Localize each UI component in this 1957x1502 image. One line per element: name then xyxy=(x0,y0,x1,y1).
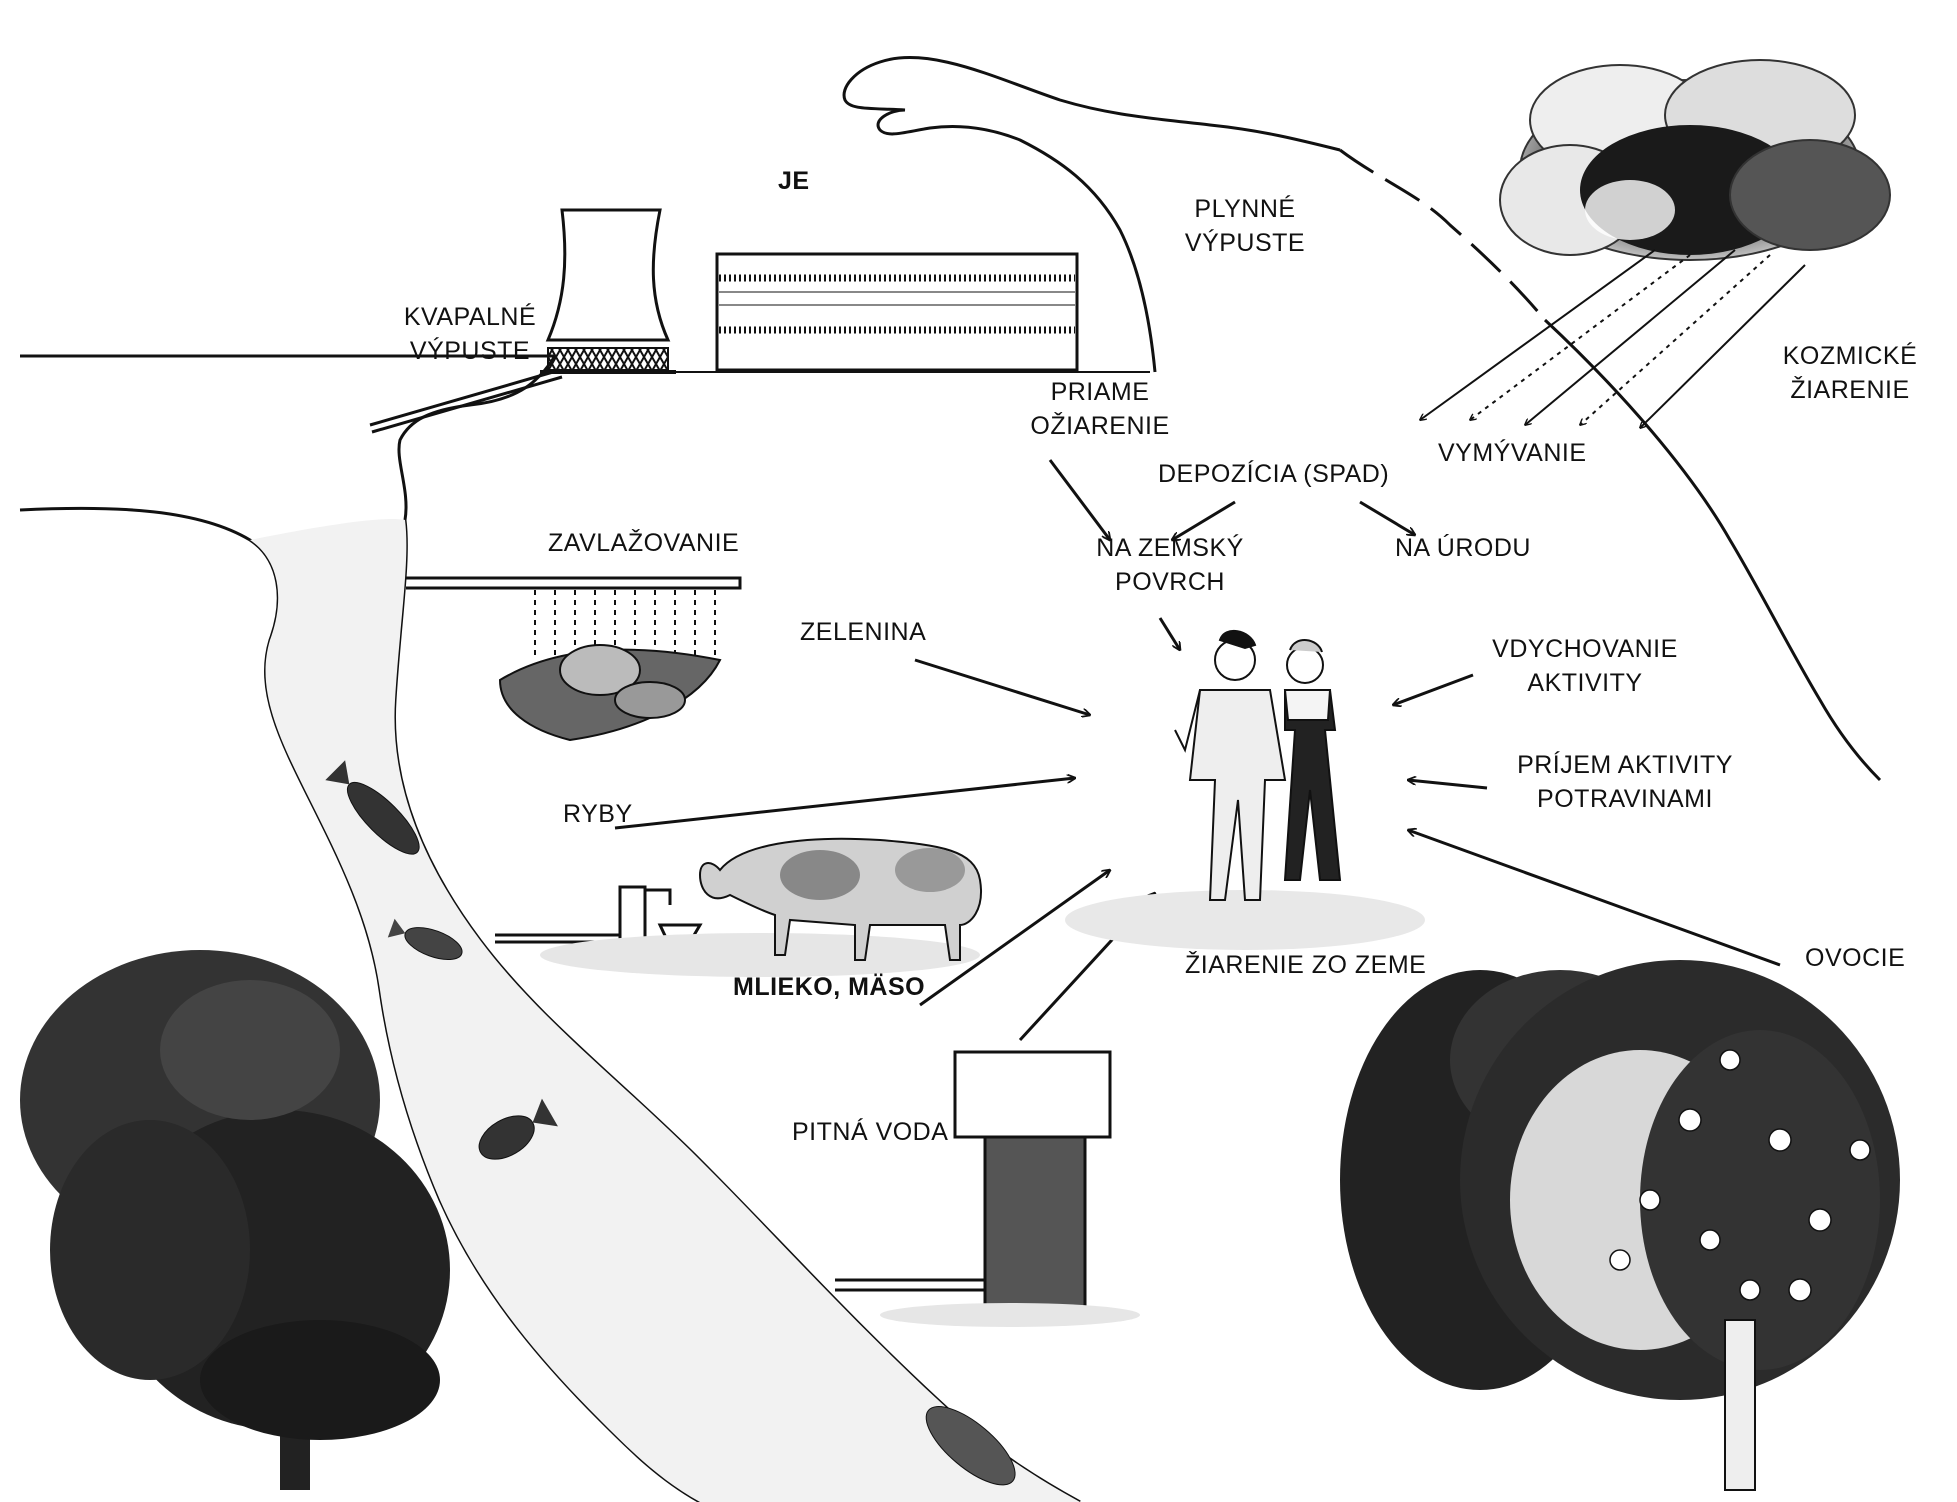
plume-long-edge xyxy=(1543,318,1882,782)
label-vegetables: ZELENINA xyxy=(800,618,927,646)
label-food-intake-line2: POTRAVINAMI xyxy=(1537,785,1713,813)
reactor-building-stripes xyxy=(719,274,1075,334)
label-to-ground-surface: NA ZEMSKÝ POVRCH xyxy=(1085,531,1255,599)
label-cosmic-radiation: KOZMICKÉ ŽIARENIE xyxy=(1775,339,1925,407)
fish-3 xyxy=(478,1098,558,1160)
label-drinking-water: PITNÁ VODA xyxy=(792,1118,949,1146)
cow-ground-shadow xyxy=(540,933,980,977)
label-deposition: DEPOZÍCIA (SPAD) xyxy=(1158,460,1390,488)
label-liquid-releases: KVAPALNÉ VÝPUSTE xyxy=(395,300,545,368)
label-gaseous-releases-line1: PLYNNÉ xyxy=(1194,195,1296,223)
label-food-intake-line1: PRÍJEM AKTIVITY xyxy=(1517,751,1733,779)
label-food-intake: PRÍJEM AKTIVITY POTRAVINAMI xyxy=(1515,748,1735,816)
pathway-arrows xyxy=(614,459,1781,1042)
plume-dashed-edge xyxy=(1339,148,1547,321)
label-fish: RYBY xyxy=(563,800,633,828)
label-to-ground-surface-line2: POVRCH xyxy=(1115,568,1225,596)
ground-shadow-people xyxy=(1065,890,1425,950)
irrigation-system xyxy=(406,576,742,742)
washout-arrows xyxy=(1420,249,1806,428)
label-inhalation-line1: VDYCHOVANIE xyxy=(1492,635,1678,663)
fish-2 xyxy=(387,918,463,961)
left-tree xyxy=(20,950,450,1490)
label-direct-exposure-line1: PRIAME xyxy=(1050,378,1150,406)
upper-bank xyxy=(397,355,557,521)
label-liquid-releases-line1: KVAPALNÉ xyxy=(403,303,537,331)
discharge-pipe xyxy=(369,368,563,434)
label-to-ground-surface-line1: NA ZEMSKÝ xyxy=(1096,534,1244,562)
label-washout: VYMÝVANIE xyxy=(1438,439,1587,467)
fish-4 xyxy=(925,1406,1016,1486)
river-shading xyxy=(250,519,1080,1502)
label-je: JE xyxy=(778,167,810,195)
label-cosmic-radiation-line1: KOZMICKÉ xyxy=(1782,342,1918,370)
label-cosmic-radiation-line2: ŽIARENIE xyxy=(1790,376,1910,404)
label-ground-radiation: ŽIARENIE ZO ZEME xyxy=(1185,951,1427,979)
water-tower xyxy=(835,1050,1112,1314)
label-irrigation: ZAVLAŽOVANIE xyxy=(548,529,740,557)
label-direct-exposure: PRIAME OŽIARENIE xyxy=(1020,375,1180,443)
reactor-building xyxy=(715,252,1079,372)
label-liquid-releases-line2: VÝPUSTE xyxy=(409,337,531,365)
label-inhalation: VDYCHOVANIE AKTIVITY xyxy=(1490,632,1680,700)
label-inhalation-line2: AKTIVITY xyxy=(1527,669,1643,697)
cow xyxy=(698,837,982,961)
water-tower-ground xyxy=(880,1303,1140,1327)
label-fruit: OVOCIE xyxy=(1805,944,1906,972)
cooling-tower-truss xyxy=(547,347,669,371)
plume-outline xyxy=(842,56,1341,373)
cooling-tower xyxy=(545,208,671,342)
water-supply xyxy=(495,885,703,944)
people-couple xyxy=(1174,630,1342,901)
label-milk-meat: MLIEKO, MÄSO xyxy=(733,973,926,1001)
label-gaseous-releases: PLYNNÉ VÝPUSTE xyxy=(1175,192,1315,260)
label-to-crops: NA ÚRODU xyxy=(1395,534,1531,562)
label-direct-exposure-line2: OŽIARENIE xyxy=(1030,412,1170,440)
right-trees xyxy=(1340,960,1900,1491)
label-gaseous-releases-line2: VÝPUSTE xyxy=(1184,229,1306,257)
rain-cloud xyxy=(1499,59,1891,261)
